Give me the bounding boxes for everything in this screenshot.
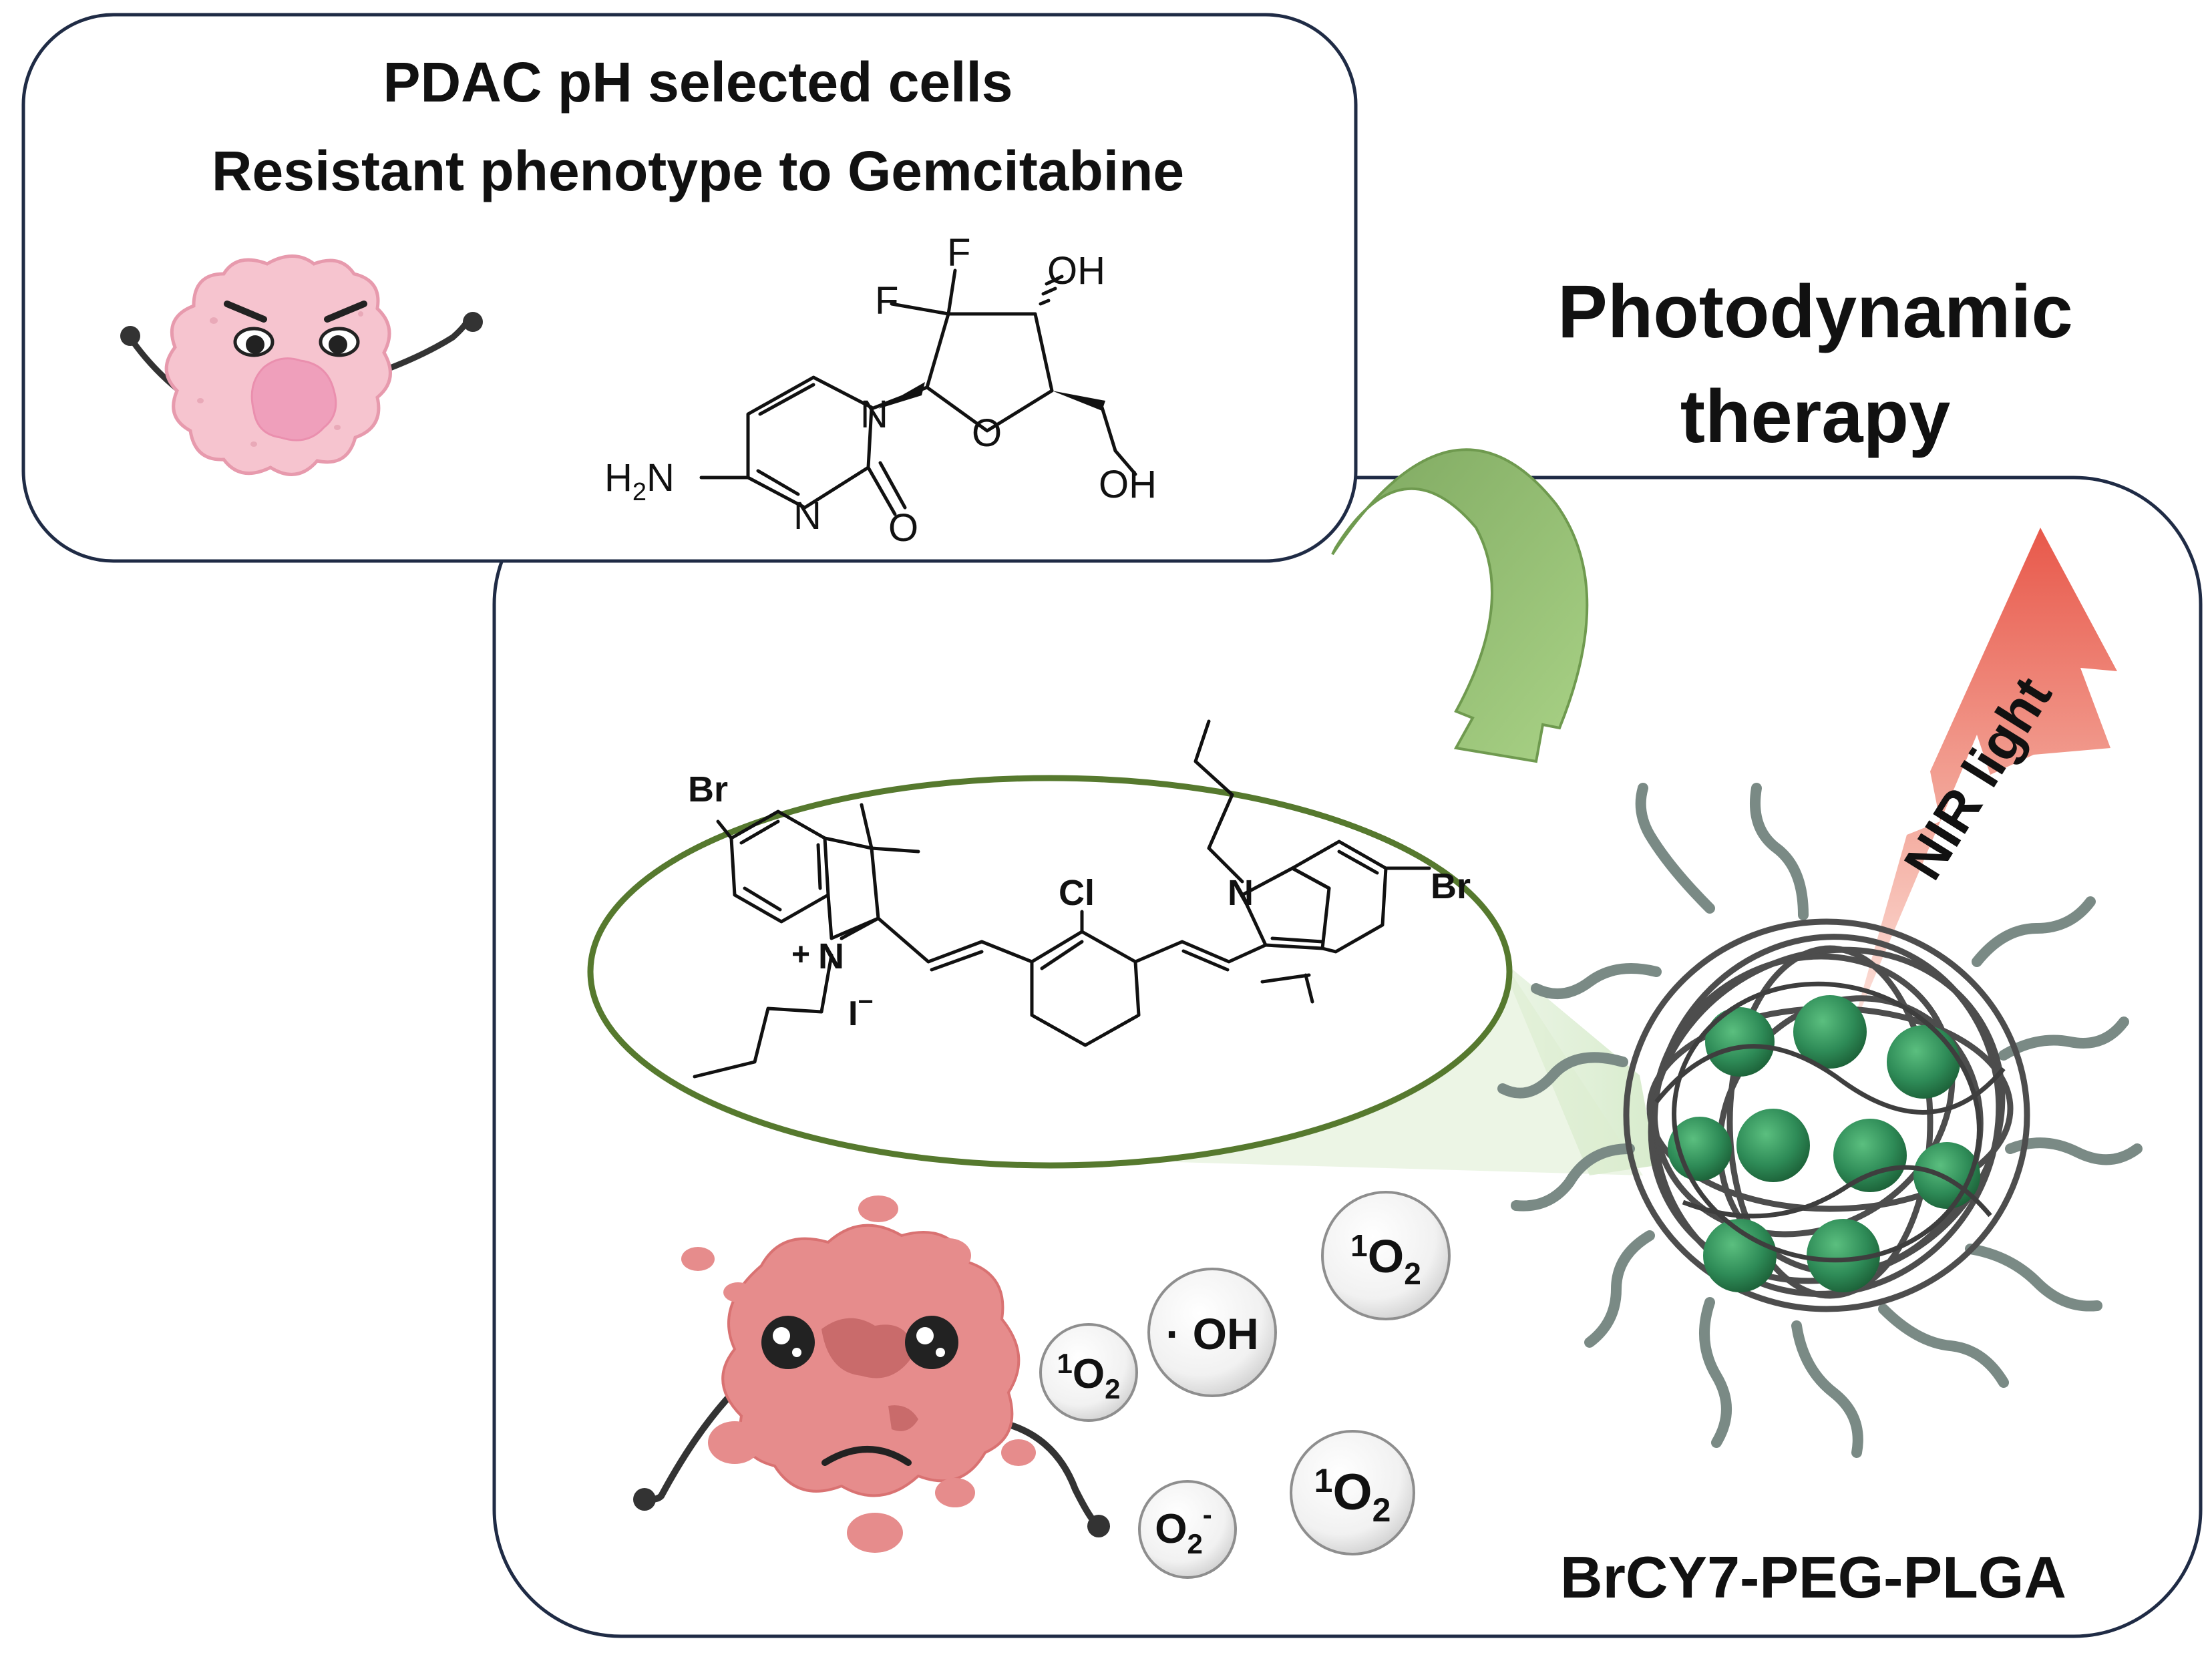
light-beam	[1499, 958, 1656, 1175]
gem-n-lower: N	[793, 494, 821, 538]
plga-coils-over	[1654, 981, 2006, 1263]
brcy7-br-left: Br	[688, 769, 728, 809]
gem-oh-top: OH	[1047, 249, 1105, 293]
peg-chains	[1497, 783, 2143, 1458]
svg-text:O2-: O2-	[1155, 1499, 1212, 1559]
svg-text:1O2: 1O2	[1057, 1348, 1121, 1405]
resistant-cell-illustration	[120, 254, 483, 476]
gem-o-ring: O	[972, 411, 1002, 455]
svg-text:· OH: · OH	[1165, 1309, 1258, 1358]
brcy7-n-plus: N	[818, 936, 844, 976]
therapy-label-line1: Photodynamic	[1557, 270, 2073, 353]
gem-h2n: H2N	[604, 456, 675, 506]
dye-spheres	[1668, 995, 1980, 1292]
svg-text:1O2: 1O2	[1350, 1228, 1421, 1291]
ros-species: 1O2 · OH 1O2 1O2 O2-	[1039, 1191, 1451, 1579]
gemcitabine-structure: F F OH OH N N O O H2N	[604, 231, 1157, 550]
brcy7-br-right: Br	[1431, 866, 1471, 906]
brcy7-plus: +	[791, 937, 810, 972]
brcy7-cl: Cl	[1059, 873, 1095, 913]
brcy7-iodide: I−	[848, 987, 874, 1033]
nanoparticle-label: BrCY7-PEG-PLGA	[1560, 1544, 2066, 1610]
gem-F1: F	[947, 231, 970, 274]
brcy7-structure: Br Br Cl N N + I−	[688, 719, 1471, 1079]
gem-n-ring: N	[860, 393, 888, 436]
nir-light-bolt	[1850, 528, 2117, 1035]
curved-arrow	[1331, 448, 1589, 763]
panel-title-line1: PDAC pH selected cells	[383, 51, 1012, 114]
dying-cell-illustration	[633, 1195, 1110, 1553]
gem-F2: F	[875, 279, 898, 323]
ros-bubble-3: 1O2	[1321, 1191, 1451, 1320]
brcy7-peg-plga-nanoparticle	[1497, 783, 2143, 1458]
ros-bubble-1: 1O2	[1039, 1323, 1138, 1422]
gem-oh-side: OH	[1099, 463, 1157, 506]
ros-bubble-5: O2-	[1138, 1480, 1237, 1579]
panel-title-line2: Resistant phenotype to Gemcitabine	[212, 140, 1184, 202]
gem-o-carbonyl: O	[888, 506, 918, 550]
brcy7-n-right: N	[1228, 873, 1254, 913]
ros-bubble-4: 1O2	[1290, 1430, 1415, 1555]
therapy-label-line2: therapy	[1680, 375, 1951, 458]
svg-text:1O2: 1O2	[1314, 1462, 1391, 1529]
cell-nucleus	[250, 357, 337, 441]
ros-bubble-2: · OH	[1147, 1268, 1277, 1397]
